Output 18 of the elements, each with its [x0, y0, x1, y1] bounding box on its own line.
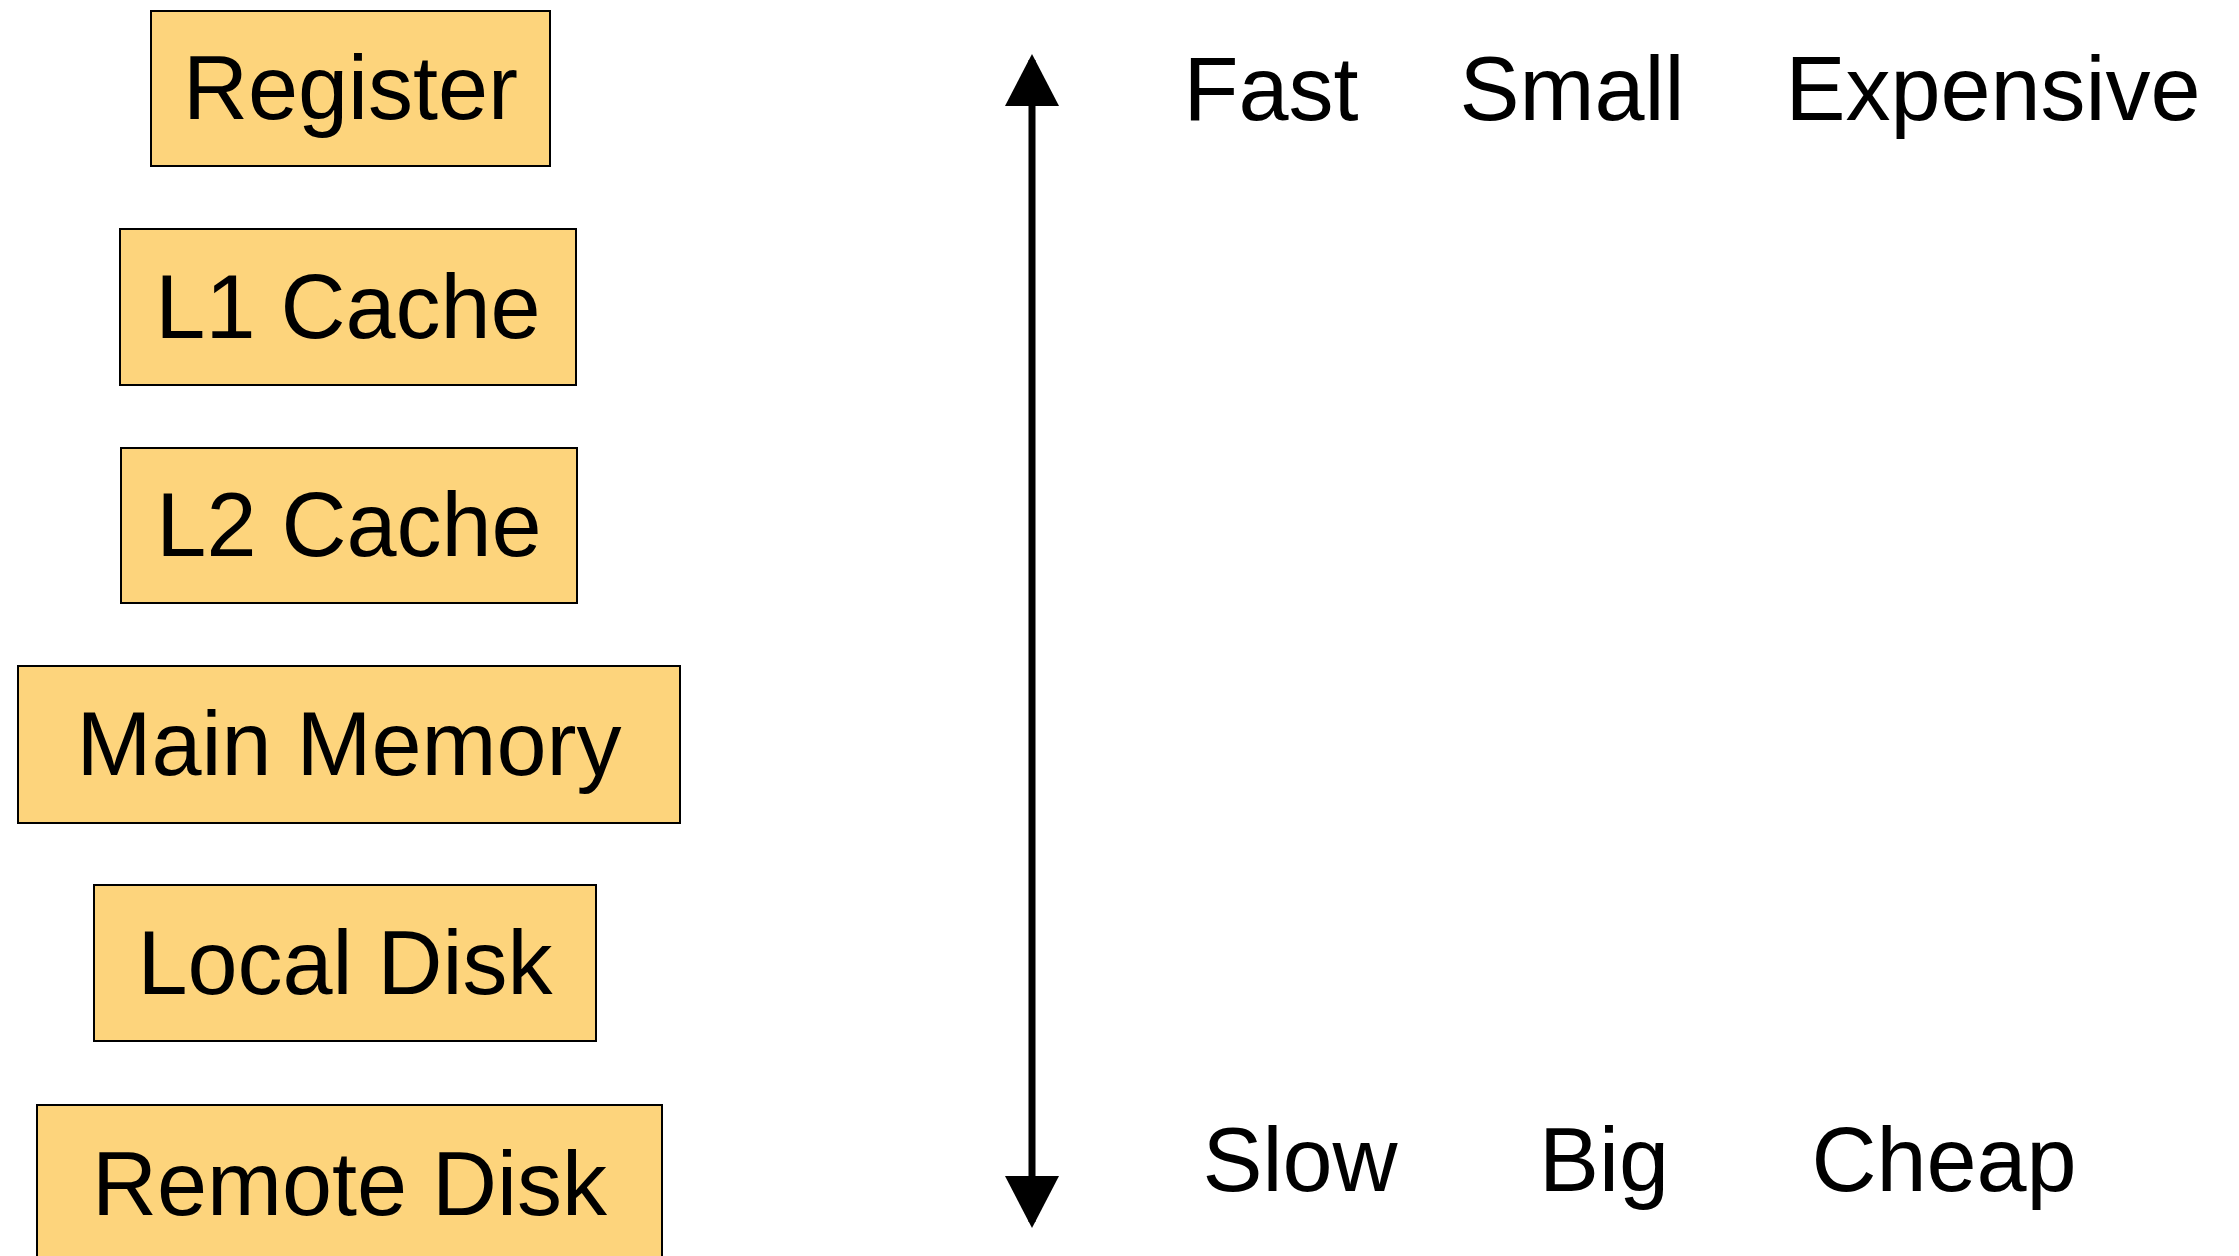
property-label: Fast — [1183, 37, 1359, 141]
hierarchy-level-box — [36, 1104, 663, 1256]
hierarchy-level-box — [17, 665, 681, 824]
hierarchy-level-box — [150, 10, 551, 167]
property-label: Small — [1459, 37, 1685, 141]
property-label: Big — [1538, 1108, 1670, 1212]
level-name: Register — [182, 37, 519, 140]
property-label: Cheap — [1811, 1108, 2077, 1212]
property-label: Expensive — [1785, 37, 2201, 141]
level-name: L2 Cache — [156, 474, 542, 577]
hierarchy-level-box — [119, 228, 577, 386]
level-name: Remote Disk — [91, 1132, 608, 1236]
hierarchy-level-box — [93, 884, 597, 1042]
level-name: Main Memory — [76, 693, 622, 796]
property-label: Slow — [1202, 1108, 1398, 1212]
level-name: Local Disk — [137, 911, 553, 1015]
level-name: L1 Cache — [155, 255, 541, 359]
hierarchy-level-box — [120, 447, 578, 604]
